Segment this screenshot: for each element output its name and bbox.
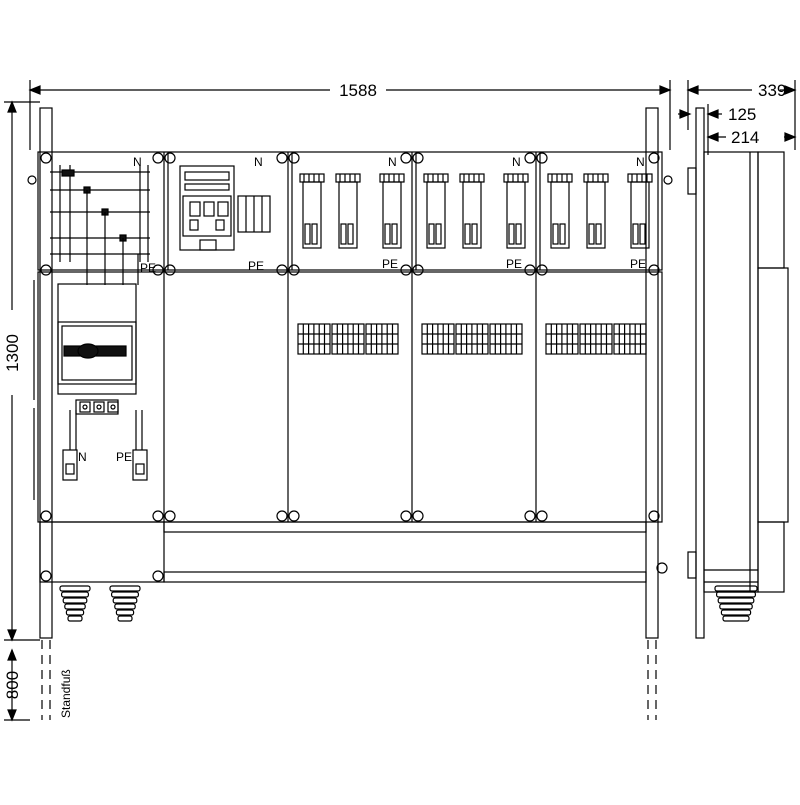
column-dividers	[163, 152, 541, 522]
main-switch: N PE	[33, 280, 148, 500]
fuse-body	[426, 181, 446, 249]
fuse-slot	[311, 223, 318, 245]
neutral-label-fuse: N	[636, 155, 645, 169]
gland-ring	[117, 615, 133, 622]
gland-ring	[714, 585, 758, 592]
fuse-body	[302, 181, 322, 249]
dimension-depth-a-text: 125	[728, 105, 756, 124]
fuse-slot	[559, 223, 566, 245]
dimension-width-text: 1588	[339, 81, 377, 100]
neutral-label-switch: N	[78, 450, 87, 464]
gland-ring	[110, 591, 139, 598]
fuse-slot	[384, 223, 391, 245]
gland-ring	[64, 603, 86, 610]
gland-ring	[62, 597, 88, 604]
stand-foot-label: Standfuß	[59, 669, 73, 718]
fuse-slot	[435, 223, 442, 245]
fuse-body	[338, 181, 358, 249]
gland-ring	[722, 615, 750, 622]
dimension-stand-text: 800	[3, 671, 22, 699]
dimension-depth-total-text: 339	[758, 81, 786, 100]
fuse-slot	[552, 223, 559, 245]
gland-ring	[114, 603, 136, 610]
fuse-body	[506, 181, 526, 249]
fuse-slot	[428, 223, 435, 245]
fuse-slot	[588, 223, 595, 245]
fuse-slot	[515, 223, 522, 245]
cable-glands	[59, 585, 758, 622]
dimension-height: 1300	[3, 100, 40, 642]
pe-label-fuse: PE	[382, 257, 398, 271]
fuse-slot	[340, 223, 347, 245]
terminal-blocks	[297, 323, 647, 355]
fuse-modules: N PE N PE N PE	[299, 155, 653, 271]
gland-ring	[720, 609, 752, 616]
gland-ring	[717, 597, 755, 604]
fuse-slot	[639, 223, 646, 245]
pe-label-1: PE	[140, 261, 156, 275]
fuse-slot	[391, 223, 398, 245]
fuse-body	[382, 181, 402, 249]
gland-ring	[60, 591, 89, 598]
busbar-module: N PE	[50, 155, 156, 285]
fuse-body	[586, 181, 606, 249]
fuse-slot	[632, 223, 639, 245]
pe-label-2: PE	[248, 259, 264, 273]
gland-ring	[109, 585, 141, 592]
side-view	[687, 107, 789, 639]
gland-ring	[719, 603, 753, 610]
neutral-label-2: N	[254, 155, 263, 169]
dimension-stand: 800	[3, 648, 30, 722]
pe-label-fuse: PE	[630, 257, 646, 271]
gland-ring	[715, 591, 756, 598]
dimension-side-depths: 339 125 214	[678, 80, 797, 155]
neutral-label-fuse: N	[512, 155, 521, 169]
fuse-body	[462, 181, 482, 249]
gland-ring	[115, 609, 135, 616]
gland-ring	[65, 609, 85, 616]
fuse-slot	[471, 223, 478, 245]
dimension-width: 1588	[28, 80, 672, 150]
mounting-points	[27, 152, 673, 582]
fuse-slot	[464, 223, 471, 245]
fuse-body	[550, 181, 570, 249]
fuse-slot	[347, 223, 354, 245]
gland-ring	[112, 597, 138, 604]
fuse-slot	[508, 223, 515, 245]
fuse-slot	[595, 223, 602, 245]
pe-label-switch: PE	[116, 450, 132, 464]
pe-label-fuse: PE	[506, 257, 522, 271]
stand-feet	[41, 640, 657, 720]
cabinet-frame	[37, 107, 663, 639]
gland-ring	[67, 615, 83, 622]
neutral-label-1: N	[133, 155, 142, 169]
meter-module: N PE	[179, 155, 271, 273]
dimension-depth-b-text: 214	[731, 128, 759, 147]
fuse-slot	[304, 223, 311, 245]
fuse-body	[630, 181, 650, 249]
dimension-height-text: 1300	[3, 334, 22, 372]
neutral-label-fuse: N	[388, 155, 397, 169]
gland-ring	[59, 585, 91, 592]
